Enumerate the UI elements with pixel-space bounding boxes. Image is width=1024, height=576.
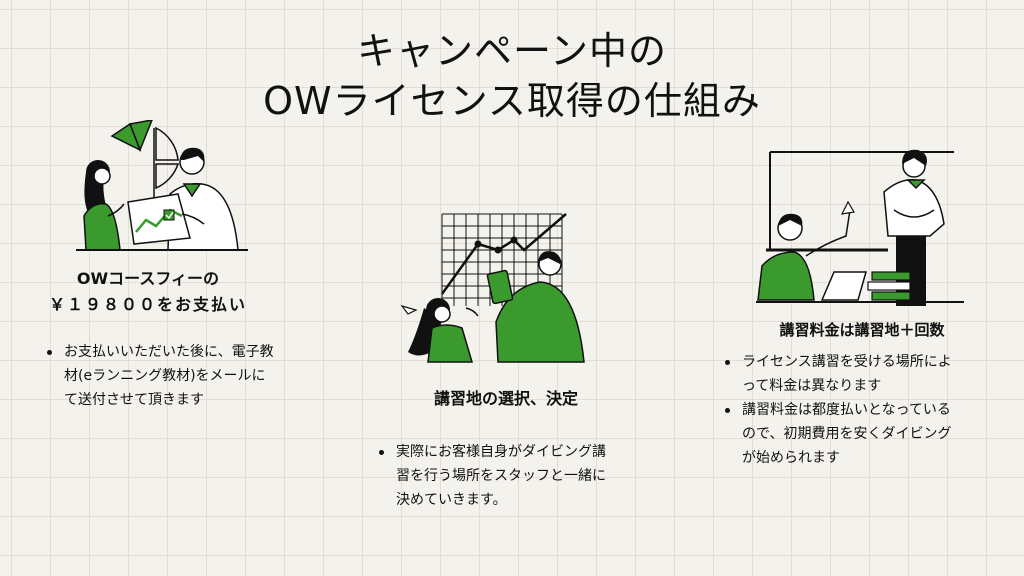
lesson-illustration bbox=[756, 149, 964, 306]
section-2-bullets: 実際にお客様自身がダイビング講 習を行う場所をスタッフと一緒に 決めていきます。 bbox=[376, 440, 696, 512]
section-3-heading: 講習料金は講習地＋回数 bbox=[752, 318, 972, 342]
title-line-1: キャンペーン中の bbox=[356, 29, 668, 73]
section-1-heading: OWコースフィーの ￥１９８００をお支払い bbox=[28, 266, 268, 318]
bullet-line: ので、初期費用を安くダイビング bbox=[742, 426, 952, 442]
bullet-line: が始められます bbox=[742, 450, 840, 466]
section-2-heading-line-1: 講習地の選択、決定 bbox=[433, 389, 578, 408]
section-3-bullets: ライセンス講習を受ける場所によ って料金は異なります 講習料金は都度払いとなって… bbox=[722, 350, 1022, 470]
section-2-heading: 講習地の選択、決定 bbox=[396, 386, 616, 412]
bullet-line: って料金は異なります bbox=[742, 378, 882, 394]
bullet-item: お支払いいただいた後に、電子教 材(eランニング教材)をメールに て送付させて頂… bbox=[44, 340, 364, 412]
growth-chart-illustration bbox=[400, 213, 585, 363]
section-1-heading-line-2: ￥１９８００をお支払い bbox=[48, 295, 247, 314]
bullet-line: て送付させて頂きます bbox=[64, 392, 204, 408]
section-3-heading-line-1: 講習料金は講習地＋回数 bbox=[779, 321, 945, 339]
section-1-heading-line-1: OWコースフィーの bbox=[76, 269, 220, 288]
bullet-line: 実際にお客様自身がダイビング講 bbox=[396, 444, 606, 460]
bullet-line: お支払いいただいた後に、電子教 bbox=[64, 344, 274, 360]
bullet-line: 決めていきます。 bbox=[396, 492, 507, 508]
bullet-item: ライセンス講習を受ける場所によ って料金は異なります bbox=[722, 350, 1022, 398]
bullet-line: 習を行う場所をスタッフと一緒に bbox=[396, 468, 606, 484]
title-line-2: OWライセンス取得の仕組み bbox=[263, 79, 761, 123]
page-title: キャンペーン中の OWライセンス取得の仕組み bbox=[0, 26, 1024, 126]
consultation-illustration bbox=[76, 120, 248, 251]
section-1-bullets: お支払いいただいた後に、電子教 材(eランニング教材)をメールに て送付させて頂… bbox=[44, 340, 364, 412]
bullet-line: 材(eランニング教材)をメールに bbox=[64, 368, 266, 384]
bullet-line: ライセンス講習を受ける場所によ bbox=[742, 354, 952, 370]
bullet-item: 実際にお客様自身がダイビング講 習を行う場所をスタッフと一緒に 決めていきます。 bbox=[376, 440, 696, 512]
bullet-item: 講習料金は都度払いとなっている ので、初期費用を安くダイビング が始められます bbox=[722, 398, 1022, 470]
bullet-line: 講習料金は都度払いとなっている bbox=[742, 402, 951, 418]
